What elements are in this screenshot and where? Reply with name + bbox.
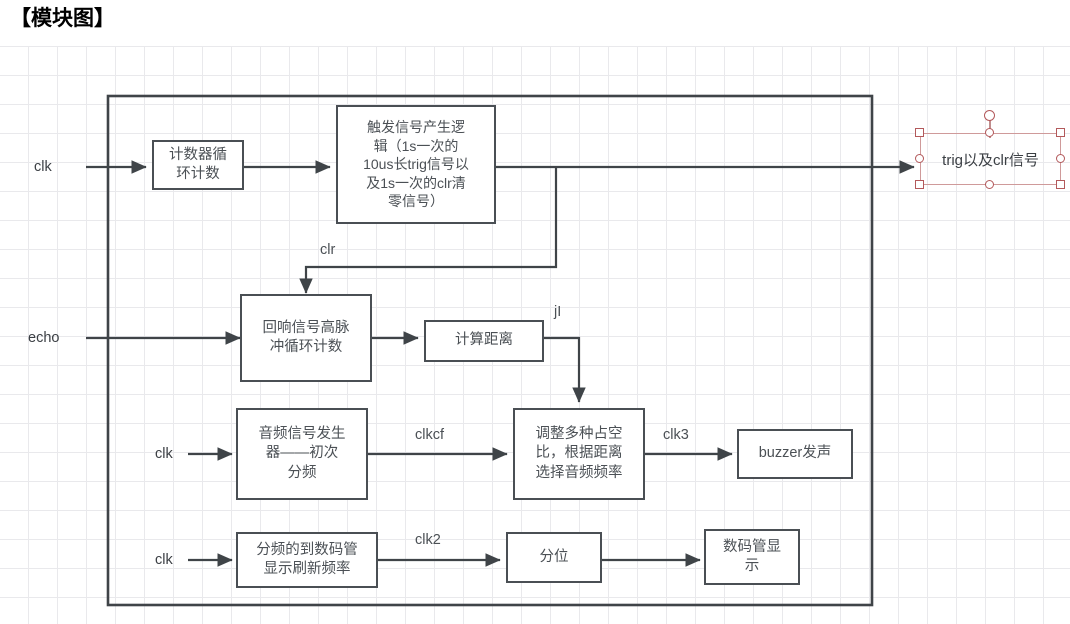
edge-label-clk2: clk2 — [415, 532, 441, 548]
node-counter[interactable]: 计数器循 环计数 — [152, 140, 244, 190]
io-label-clk-display: clk — [155, 552, 173, 568]
io-label-clk-top: clk — [34, 159, 52, 175]
node-display-divider[interactable]: 分频的到数码管 显示刷新频率 — [236, 532, 378, 588]
page-title: 【模块图】 — [10, 5, 115, 30]
edge-clr-branch — [299, 167, 558, 294]
node-seg-display[interactable]: 数码管显 示 — [704, 529, 800, 585]
node-duty-select[interactable]: 调整多种占空 比，根据距离 选择音频频率 — [513, 408, 645, 500]
node-distance[interactable]: 计算距离 — [424, 320, 544, 362]
node-digit-split[interactable]: 分位 — [506, 532, 602, 583]
resize-handle-bottom-right[interactable] — [1056, 180, 1065, 189]
diagram-canvas[interactable]: clk echo clk clk 计数器循 环计数 触发信号产生逻 辑（1s一次… — [0, 46, 1070, 624]
resize-handle-top-left[interactable] — [915, 128, 924, 137]
io-label-echo: echo — [28, 330, 60, 346]
resize-handle-middle-left[interactable] — [915, 154, 924, 163]
io-label-clk-audio: clk — [155, 446, 173, 462]
selected-text-trig-clr[interactable]: trig以及clr信号 — [920, 133, 1061, 185]
rotation-handle[interactable] — [984, 110, 995, 121]
node-echo-counter[interactable]: 回响信号高脉 冲循环计数 — [240, 294, 372, 382]
node-trig-logic[interactable]: 触发信号产生逻 辑（1s一次的 10us长trig信号以 及1s一次的clr清 … — [336, 105, 496, 224]
module-boundary-rect — [106, 94, 874, 607]
resize-handle-top-right[interactable] — [1056, 128, 1065, 137]
resize-handle-bottom-left[interactable] — [915, 180, 924, 189]
edge-distance-to-dutyselect — [544, 336, 586, 403]
connector-layer — [86, 94, 915, 607]
node-audio-gen[interactable]: 音频信号发生 器——初次 分频 — [236, 408, 368, 500]
resize-handle-bottom-center[interactable] — [985, 180, 994, 189]
resize-handle-middle-right[interactable] — [1056, 154, 1065, 163]
node-buzzer[interactable]: buzzer发声 — [737, 429, 853, 479]
edge-label-clkcf: clkcf — [415, 427, 444, 443]
edge-label-jl: jI — [554, 304, 562, 320]
edge-label-clk3: clk3 — [663, 427, 689, 443]
edge-label-clr: clr — [320, 242, 336, 258]
resize-handle-top-center[interactable] — [985, 128, 994, 137]
